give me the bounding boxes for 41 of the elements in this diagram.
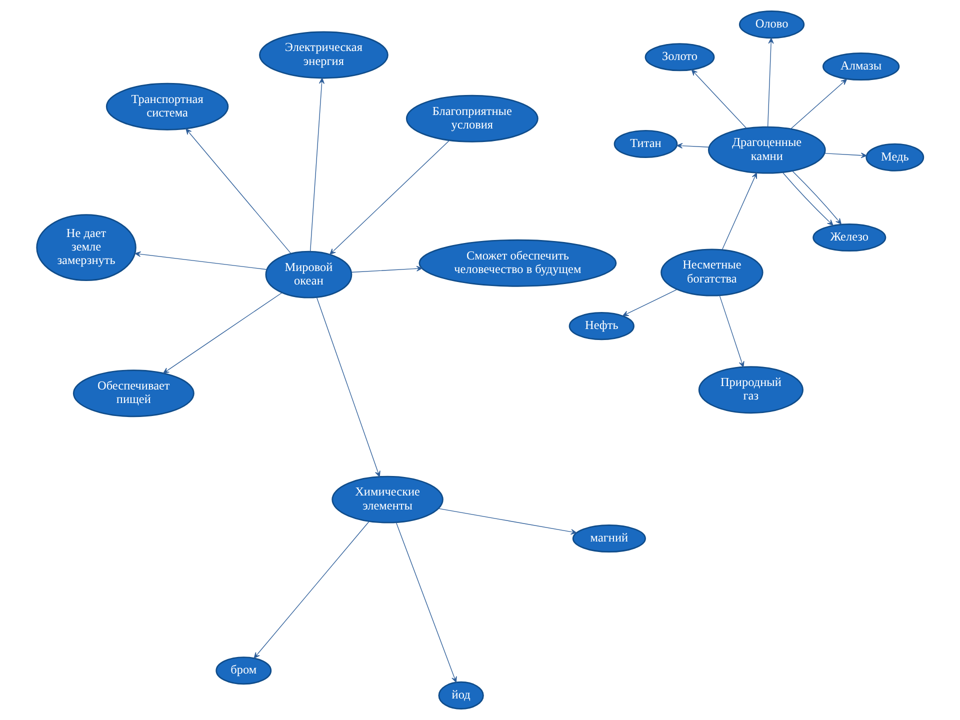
arrow: [622, 289, 678, 316]
node-ellipse: Сможет обеспечить человечество в будущем: [418, 239, 617, 287]
arrow: [722, 172, 757, 250]
arrow: [330, 140, 450, 255]
arrow: [824, 152, 867, 158]
node-ellipse: Химические элементы: [332, 476, 444, 524]
arrow: [719, 295, 744, 368]
node-ellipse: Обеспечивает пищей: [72, 370, 194, 418]
arrow: [792, 170, 842, 224]
arrow: [310, 78, 325, 252]
node-ellipse: Электрическая энергия: [259, 31, 388, 79]
arrow: [163, 292, 282, 374]
arrow: [134, 251, 268, 270]
node-ellipse: Титан: [614, 130, 678, 158]
node-ellipse: Нефть: [568, 312, 634, 340]
node-ellipse: Драгоценные камни: [708, 126, 826, 174]
arrow: [186, 128, 292, 254]
node-ellipse: Благоприятные условия: [406, 94, 538, 142]
arrow: [782, 172, 834, 226]
arrow: [691, 70, 747, 129]
node-ellipse: йод: [438, 681, 484, 710]
node-ellipse: Транспортная система: [106, 82, 229, 130]
arrow: [676, 143, 710, 149]
node-ellipse: Алмазы: [822, 52, 900, 80]
arrow: [254, 521, 370, 658]
node-ellipse: Мировой океан: [265, 250, 352, 298]
arrow: [396, 522, 457, 683]
arrow: [767, 38, 774, 128]
node-ellipse: Не дает земле замерзнуть: [36, 214, 136, 282]
node-ellipse: Природный газ: [698, 366, 804, 414]
node-ellipse: Золото: [644, 43, 715, 72]
node-ellipse: бром: [216, 656, 272, 685]
arrow: [351, 266, 422, 273]
node-ellipse: Медь: [866, 143, 924, 172]
node-ellipse: Олово: [738, 10, 805, 39]
arrow: [438, 508, 577, 535]
node-ellipse: Железо: [812, 224, 886, 252]
arrow: [316, 297, 380, 478]
arrow: [790, 78, 848, 130]
node-ellipse: магний: [572, 524, 646, 553]
node-ellipse: Несметные богатства: [660, 248, 764, 296]
